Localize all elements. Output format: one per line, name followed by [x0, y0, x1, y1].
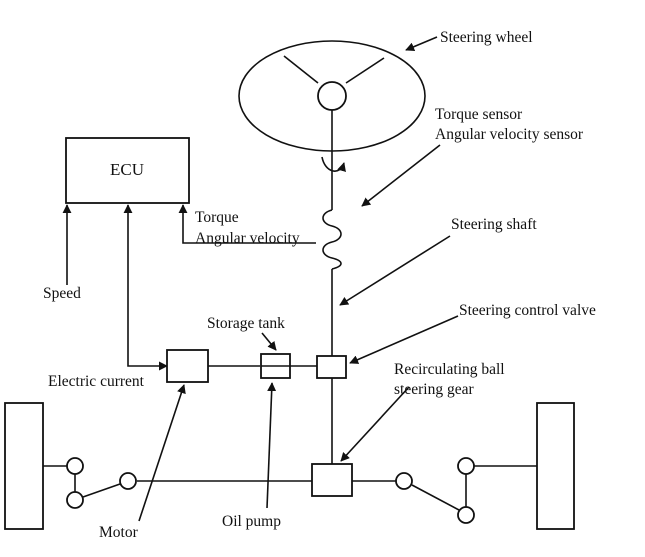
storage-tank-callout — [261, 332, 277, 351]
steering-wheel-callout — [405, 36, 438, 52]
torque-feedback-line — [178, 204, 316, 244]
left-wheel — [4, 402, 44, 530]
steering-wheel — [238, 40, 426, 152]
storage-tank-label: Storage tank — [207, 315, 285, 332]
torque-sensor-callout — [361, 144, 441, 207]
right-joint-top — [457, 457, 475, 475]
steering-wheel-spoke-right — [345, 57, 385, 84]
steering-gear-callout — [340, 386, 410, 462]
rotation-arrow — [321, 156, 346, 173]
steering-wheel-spoke-left — [283, 55, 319, 84]
right-joint-bottom — [457, 506, 475, 524]
motor-callout — [138, 384, 186, 522]
torque-label: Torque — [195, 209, 239, 226]
electric-current-line — [123, 204, 168, 371]
steering-control-valve-label: Steering control valve — [459, 302, 596, 319]
angular-velocity-sensor-label: Angular velocity sensor — [435, 126, 584, 143]
right-tie-rod — [411, 484, 460, 511]
left-joint-bottom — [66, 491, 84, 509]
left-joint-rod — [119, 472, 137, 490]
left-joint-top — [66, 457, 84, 475]
motor-box — [166, 349, 209, 383]
steering-shaft-callout — [339, 235, 451, 306]
angular-velocity-label: Angular velocity — [195, 230, 300, 247]
torque-sensor-label: Torque sensor — [435, 106, 523, 123]
speed-label: Speed — [43, 285, 81, 302]
recirculating-ball-label-line2: steering gear — [394, 381, 474, 398]
electric-current-label: Electric current — [48, 373, 145, 390]
right-wheel — [536, 402, 575, 530]
motor-label: Motor — [99, 524, 139, 541]
steering-shaft-label: Steering shaft — [451, 216, 537, 233]
right-joint-rod — [395, 472, 413, 490]
oil-pump-callout — [266, 382, 277, 509]
control-valve-callout — [349, 315, 459, 364]
oil-pump-label: Oil pump — [222, 513, 281, 530]
left-tie-rod — [82, 483, 121, 498]
ecu-box — [65, 137, 190, 204]
recirculating-ball-label-line1: Recirculating ball — [394, 361, 505, 378]
steering-gear-box — [311, 463, 353, 497]
steering-shaft-coil — [322, 209, 342, 270]
steering-wheel-label: Steering wheel — [440, 29, 533, 46]
ecu-label: ECU — [110, 160, 144, 179]
steering-wheel-hub — [317, 81, 347, 111]
steering-control-valve-box — [316, 355, 347, 379]
